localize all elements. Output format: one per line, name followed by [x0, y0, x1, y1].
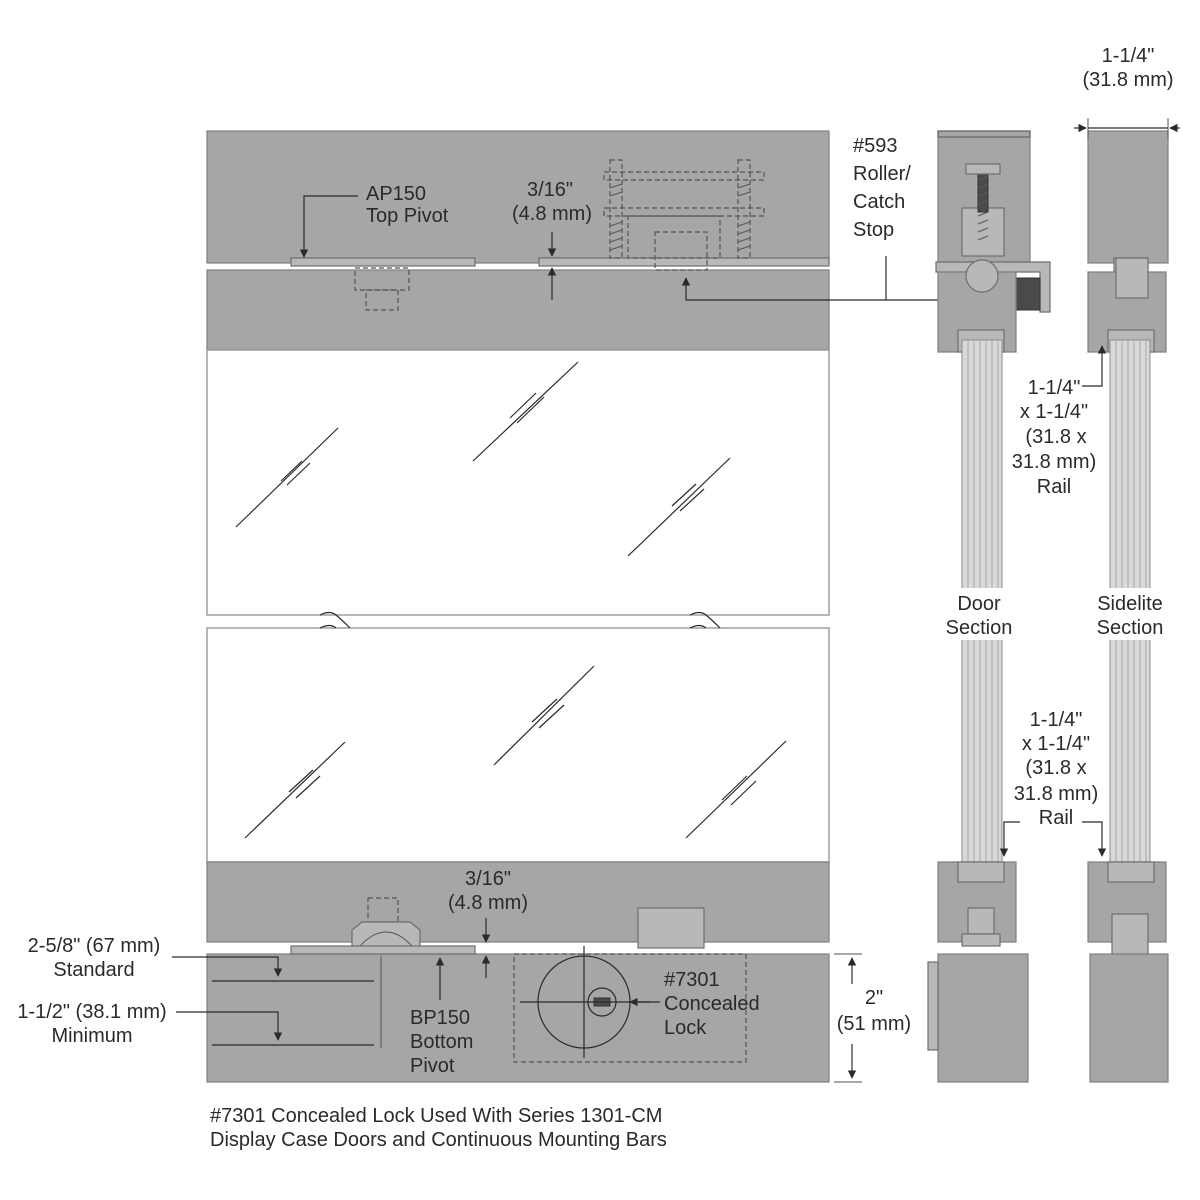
top-pivot-stud: [354, 267, 410, 311]
bottom-pivot-plate: [290, 945, 476, 955]
glass-panel-lower: [206, 627, 830, 863]
label-minimum: 1-1/2" (38.1 mm) Minimum: [17, 1001, 166, 1047]
label-door-section-bg: [945, 588, 1015, 640]
label-roller-line2: Roller/: [853, 163, 911, 185]
label-rail-lower-line5: Rail: [1039, 807, 1073, 829]
label-ap150: AP150 Top Pivot: [366, 183, 449, 227]
rail-lower-leader-door: [999, 821, 1020, 857]
label-height: 2" (51 mm): [837, 987, 911, 1035]
label-lock-line3: Lock: [664, 1017, 707, 1039]
label-roller-line4: Stop: [853, 219, 894, 241]
label-minimum-line2: Minimum: [51, 1025, 132, 1047]
bottom-door-rail: [206, 861, 830, 943]
label-bp150-line1: BP150: [410, 1007, 470, 1029]
label-standard-line1: 2-5/8" (67 mm): [28, 935, 161, 957]
label-sidelite-section-bg: [1092, 588, 1168, 640]
label-rail-upper: 1-1/4" x 1-1/4" (31.8 x 31.8 mm) Rail: [1012, 377, 1096, 498]
rail-lower-leader-sidelite: [1082, 821, 1107, 857]
label-door-section-line2: Section: [946, 617, 1013, 639]
label-minimum-line1: 1-1/2" (38.1 mm): [17, 1001, 166, 1023]
top-door-rail: [206, 269, 830, 351]
diagram-caption: #7301 Concealed Lock Used With Series 13…: [210, 1105, 667, 1151]
bottom-mounting-bar: [206, 953, 830, 1083]
label-gap-top: 3/16" (4.8 mm): [512, 179, 592, 225]
label-rail-upper-line5: Rail: [1037, 476, 1071, 498]
label-gap-bottom: 3/16" (4.8 mm): [448, 868, 528, 914]
label-rail-lower-line1: 1-1/4": [1030, 709, 1083, 731]
label-lock-line1: #7301: [664, 969, 720, 991]
glass-panel-upper: [206, 349, 830, 616]
catch-plate: [538, 257, 830, 267]
caption-line1: #7301 Concealed Lock Used With Series 13…: [210, 1105, 662, 1127]
label-rail-upper-line1: 1-1/4": [1028, 377, 1081, 399]
label-bp150-line3: Pivot: [410, 1055, 455, 1077]
label-lock-line2: Concealed: [664, 993, 760, 1015]
break-line-right: [689, 611, 721, 629]
label-top-width-line1: 1-1/4": [1102, 45, 1155, 67]
label-rail-upper-line4: 31.8 mm): [1012, 451, 1096, 473]
top-mounting-bar: [206, 130, 830, 264]
label-roller: #593 Roller/ Catch Stop: [853, 135, 911, 241]
label-top-width-line2: (31.8 mm): [1082, 69, 1173, 91]
label-bp150: BP150 Bottom Pivot: [410, 1007, 473, 1077]
label-rail-lower: 1-1/4" x 1-1/4" (31.8 x 31.8 mm) Rail: [1014, 709, 1098, 829]
label-standard: 2-5/8" (67 mm) Standard: [28, 935, 161, 981]
std-leader: [172, 956, 283, 977]
bottom-pivot-socket: [351, 897, 421, 949]
label-ap150-line1: AP150: [366, 183, 426, 205]
rail-upper-leader: [1082, 345, 1107, 387]
top-pivot-plate: [290, 257, 476, 267]
lock-bolt: [637, 907, 705, 949]
label-sidelite-section-line1: Sidelite: [1097, 593, 1163, 615]
label-door-section-line1: Door: [957, 593, 1001, 615]
label-bp150-line2: Bottom: [410, 1031, 473, 1053]
label-roller-line1: #593: [853, 135, 898, 157]
min-leader: [176, 1011, 283, 1041]
roller-catch-assembly: [603, 159, 765, 271]
label-roller-line3: Catch: [853, 191, 905, 213]
label-rail-lower-line4: 31.8 mm): [1014, 783, 1098, 805]
label-rail-lower-line3: (31.8 x: [1025, 757, 1086, 779]
break-line-left: [319, 611, 351, 629]
label-rail-lower-line2: x 1-1/4": [1022, 733, 1090, 755]
caption-line2: Display Case Doors and Continuous Mounti…: [210, 1129, 667, 1151]
label-door-section: Door Section: [945, 588, 1015, 640]
label-gap-top-line2: (4.8 mm): [512, 203, 592, 225]
label-ap150-line2: Top Pivot: [366, 205, 449, 227]
roller-leader: [681, 256, 887, 301]
label-height-line1: 2": [865, 987, 883, 1009]
label-sidelite-section-line2: Section: [1097, 617, 1164, 639]
concealed-lock: [513, 946, 747, 1063]
label-standard-line2: Standard: [53, 959, 134, 981]
glass-reflections: [235, 361, 787, 839]
label-height-line2: (51 mm): [837, 1013, 911, 1035]
label-top-width: 1-1/4" (31.8 mm): [1082, 45, 1173, 91]
label-rail-upper-line2: x 1-1/4": [1020, 401, 1088, 423]
label-gap-bottom-line2: (4.8 mm): [448, 892, 528, 914]
label-gap-top-line1: 3/16": [527, 179, 573, 201]
label-sidelite-section: Sidelite Section: [1092, 588, 1168, 640]
ap150-leader: [299, 195, 358, 258]
label-rail-upper-line3: (31.8 x: [1025, 426, 1086, 448]
label-lock: #7301 Concealed Lock: [664, 969, 760, 1039]
label-gap-bottom-line1: 3/16": [465, 868, 511, 890]
